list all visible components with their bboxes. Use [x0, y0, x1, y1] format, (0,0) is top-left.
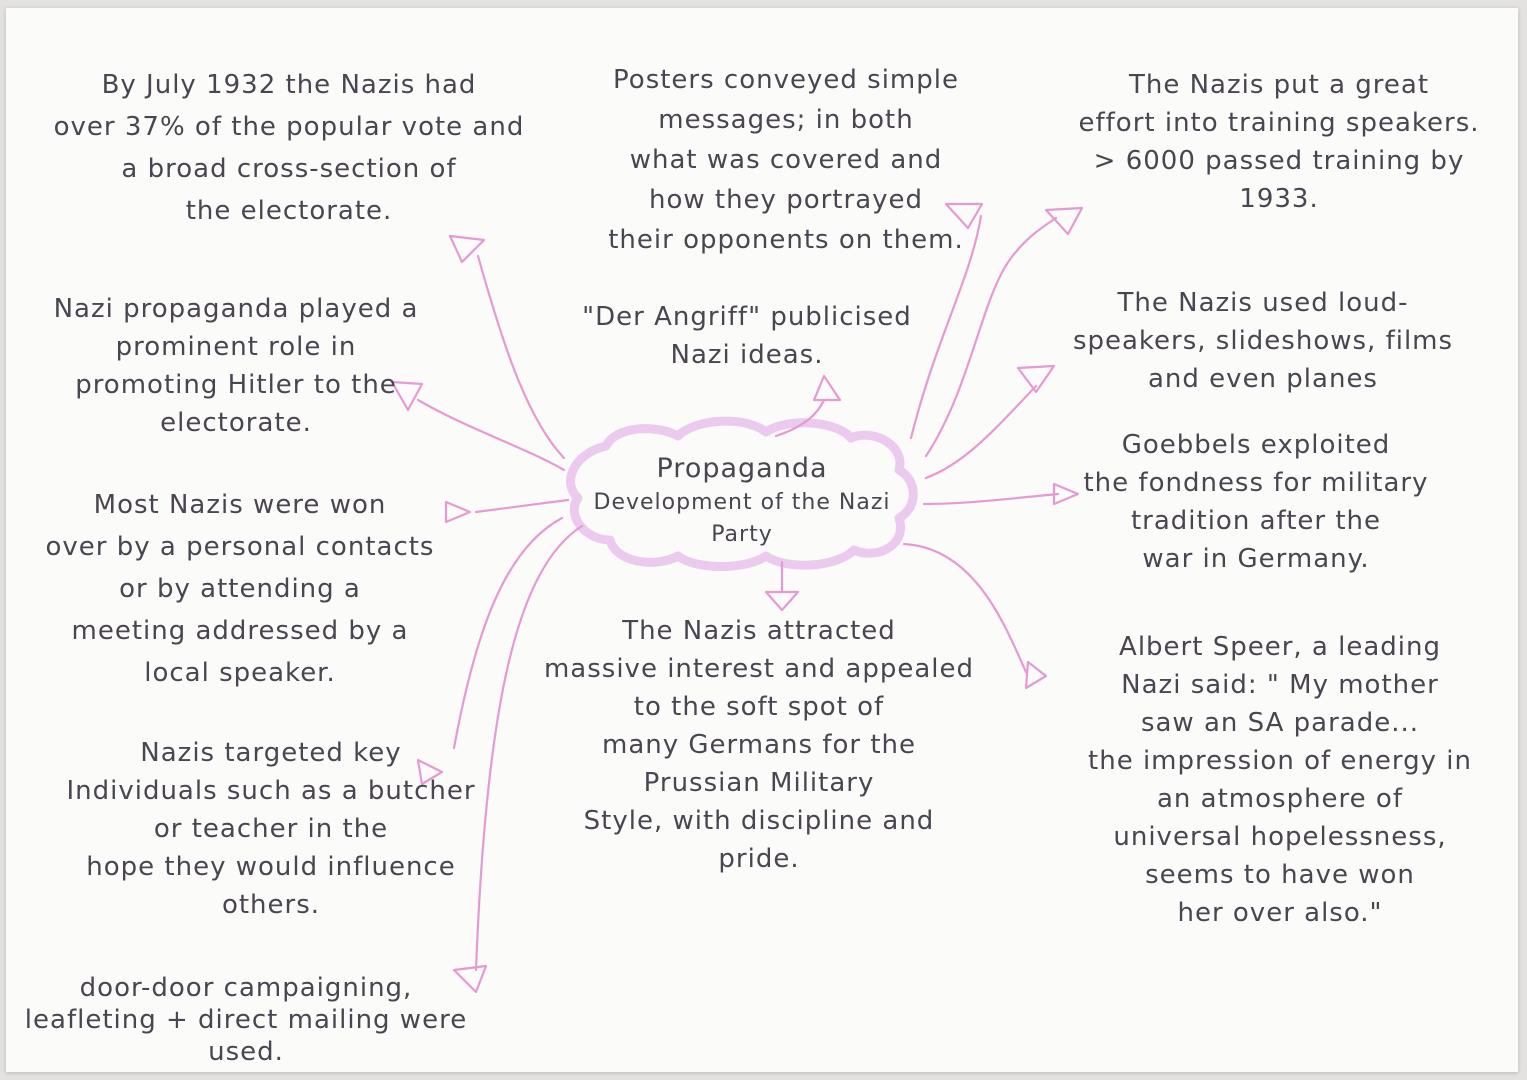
hub-cloud-outline — [566, 416, 918, 571]
arrowhead-massive-interest — [764, 590, 800, 612]
link-der-angriff — [774, 398, 826, 438]
note-massive-interest: The Nazis attracted massive interest and… — [543, 616, 974, 874]
link-personal-contacts — [474, 498, 570, 514]
hub-topic: Propaganda Development of the Nazi Party — [572, 440, 912, 562]
arrowhead-albert-speer — [1024, 660, 1048, 690]
note-training-speakers: The Nazis put a great effort into traini… — [1078, 70, 1480, 214]
note-key-individuals: Nazis targeted key Individuals such as a… — [66, 738, 476, 920]
link-albert-speer — [902, 542, 1028, 674]
link-loudspeakers — [924, 384, 1038, 480]
link-key-individuals — [452, 516, 564, 750]
note-posters: Posters conveyed simple messages; in bot… — [608, 65, 964, 255]
hub-subtitle: Development of the Nazi Party — [593, 490, 891, 547]
note-promoting-hitler: Nazi propaganda played a prominent role … — [53, 294, 419, 438]
arrowhead-door-to-door — [452, 964, 488, 994]
link-training-speakers — [924, 216, 1058, 458]
link-goebbels — [922, 492, 1060, 506]
note-albert-speer: Albert Speer, a leading Nazi said: " My … — [1088, 632, 1472, 928]
link-july-1932 — [476, 254, 566, 460]
note-loudspeakers: The Nazis used loud- speakers, slideshow… — [1072, 288, 1454, 394]
note-goebbels: Goebbels exploited the fondness for mili… — [1083, 430, 1429, 574]
arrowhead-personal-contacts — [444, 500, 472, 524]
note-july-1932: By July 1932 the Nazis had over 37% of t… — [53, 70, 525, 226]
note-personal-contacts: Most Nazis were won over by a personal c… — [45, 490, 435, 688]
hub-title: Propaganda — [656, 453, 828, 484]
arrowhead-loudspeakers — [1016, 364, 1056, 394]
link-door-to-door — [474, 524, 584, 972]
link-posters — [909, 214, 983, 440]
arrowhead-der-angriff — [812, 374, 842, 402]
note-der-angriff: "Der Angriff" publicised Nazi ideas. — [582, 302, 912, 370]
arrowhead-promoting-hitler — [390, 380, 424, 412]
arrowhead-july-1932 — [448, 234, 486, 264]
arrowhead-training-speakers — [1044, 206, 1084, 236]
arrowhead-key-individuals — [416, 758, 444, 786]
notebook-page: Propaganda Development of the Nazi Party… — [6, 8, 1518, 1072]
note-door-to-door: door-door campaigning, leafleting + dire… — [24, 973, 468, 1067]
arrowhead-posters — [944, 202, 984, 230]
arrowhead-goebbels — [1052, 482, 1080, 506]
link-promoting-hitler — [416, 398, 566, 472]
mind-map-links — [390, 202, 1084, 994]
